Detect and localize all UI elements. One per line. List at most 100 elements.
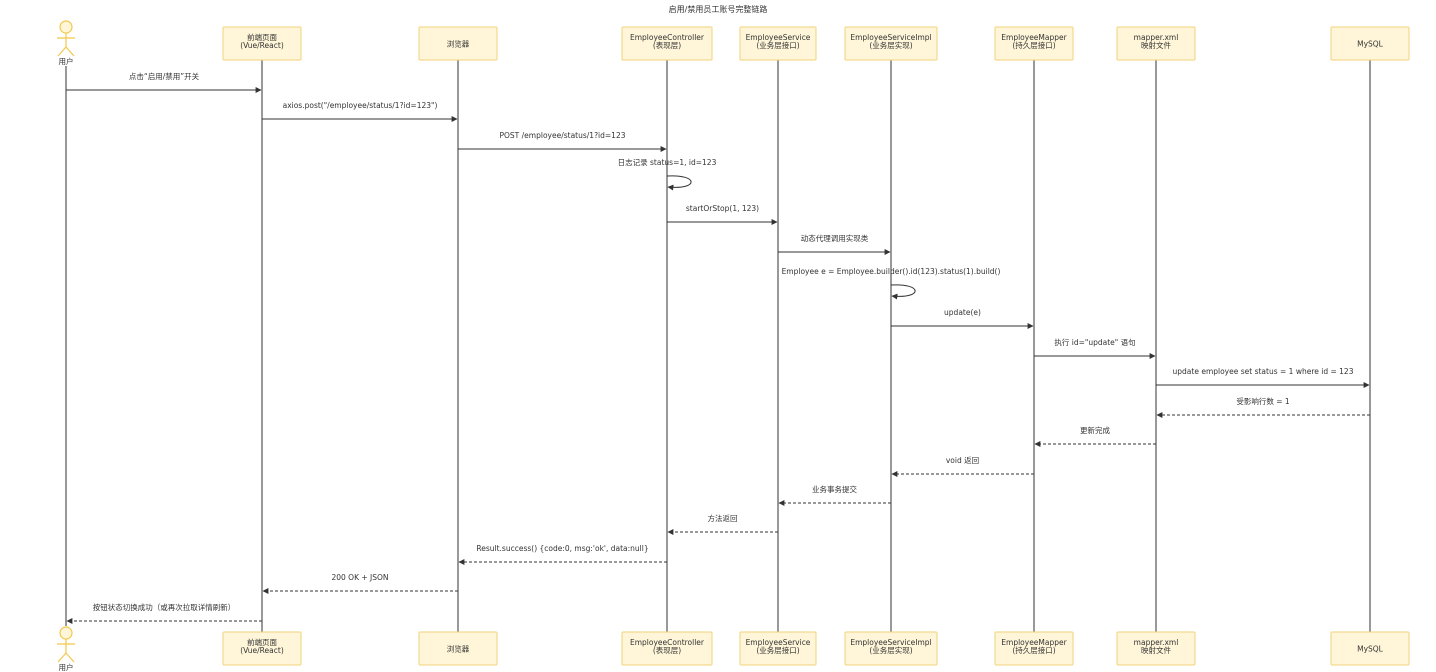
participant-box bbox=[994, 631, 1074, 666]
participant-box bbox=[1116, 26, 1196, 61]
participant-controller-bottom: EmployeeController(表现层) bbox=[621, 631, 713, 666]
participant-browser-top: 浏览器 bbox=[418, 26, 498, 61]
message-6: 动态代理调用实现类 bbox=[778, 233, 891, 255]
actor-label: 用户 bbox=[59, 56, 74, 66]
lifelines bbox=[65, 60, 1371, 632]
message-label: 业务事务提交 bbox=[812, 484, 857, 494]
participant-label-line: 浏览器 bbox=[447, 644, 470, 654]
messages: 点击“启用/禁用”开关 axios.post("/employee/status/… bbox=[66, 71, 1370, 624]
participant-label-line: 浏览器 bbox=[447, 39, 470, 49]
participant-label-line: EmployeeServiceImpl bbox=[850, 33, 931, 42]
message-3: POST /employee/status/1?id=123 bbox=[458, 131, 667, 152]
participant-label-line: EmployeeServiceImpl bbox=[850, 638, 931, 647]
participant-label-line: 前端页面 bbox=[247, 637, 277, 647]
participant-label-line: EmployeeService bbox=[746, 33, 811, 42]
actor-head bbox=[59, 626, 73, 640]
participant-label-line: 映射文件 bbox=[1141, 40, 1171, 50]
participants-top: 用户 前端页面(Vue/React) 浏览器 EmployeeController(表… bbox=[57, 20, 1410, 66]
message-label: axios.post("/employee/status/1?id=123") bbox=[283, 101, 438, 110]
message-7: Employee e = Employee.builder().id(123).… bbox=[782, 267, 1001, 300]
participant-label-line: (持久层接口) bbox=[1012, 645, 1055, 655]
message-9: 执行 id="update" 语句 bbox=[1034, 337, 1156, 359]
participant-box bbox=[621, 631, 713, 666]
message-11: 受影响行数 = 1 bbox=[1156, 396, 1370, 418]
participant-label-line: (表现层) bbox=[653, 645, 681, 655]
actor-leg-left bbox=[57, 46, 67, 57]
participant-user-bottom: 用户 bbox=[57, 626, 75, 672]
participant-label-line: MySQL bbox=[1357, 645, 1384, 654]
message-15: 方法返回 bbox=[667, 513, 778, 535]
actor-leg-right bbox=[65, 652, 75, 663]
participants-bottom: 用户 前端页面(Vue/React) 浏览器 EmployeeController(表… bbox=[57, 626, 1410, 672]
message-14: 业务事务提交 bbox=[778, 484, 891, 506]
participant-box bbox=[1330, 631, 1410, 666]
message-label: 200 OK + JSON bbox=[331, 573, 388, 582]
message-label: 方法返回 bbox=[708, 513, 738, 523]
participant-label-line: MySQL bbox=[1357, 40, 1384, 49]
participant-box bbox=[844, 631, 938, 666]
message-13: void 返回 bbox=[891, 456, 1034, 477]
participant-mapper-top: EmployeeMapper(持久层接口) bbox=[994, 26, 1074, 61]
message-2: axios.post("/employee/status/1?id=123") bbox=[262, 101, 458, 122]
participant-label-line: (业务层实现) bbox=[869, 645, 912, 655]
message-10: update employee set status = 1 where id … bbox=[1156, 367, 1370, 388]
participant-box bbox=[621, 26, 713, 61]
participant-frontend-top: 前端页面(Vue/React) bbox=[222, 26, 302, 61]
participant-label-line: mapper.xml bbox=[1134, 33, 1179, 42]
participant-box bbox=[222, 26, 302, 61]
message-label: 动态代理调用实现类 bbox=[801, 233, 869, 243]
participant-label-line: 映射文件 bbox=[1141, 645, 1171, 655]
message-label: startOrStop(1, 123) bbox=[686, 204, 759, 213]
participant-controller-top: EmployeeController(表现层) bbox=[621, 26, 713, 61]
message-18: 按钮状态切换成功（或再次拉取详情刷新） bbox=[66, 602, 262, 624]
self-call-arrow bbox=[890, 284, 916, 300]
participant-label-line: (业务层实现) bbox=[869, 40, 912, 50]
participant-label-line: (Vue/React) bbox=[240, 41, 284, 50]
message-label: 更新完成 bbox=[1080, 425, 1110, 435]
participant-box bbox=[1330, 26, 1410, 61]
participant-box bbox=[739, 26, 817, 61]
participant-label-line: (业务层接口) bbox=[756, 645, 799, 655]
participant-service-bottom: EmployeeService(业务层接口) bbox=[739, 631, 817, 666]
message-label: POST /employee/status/1?id=123 bbox=[500, 131, 626, 140]
message-8: update(e) bbox=[891, 308, 1034, 329]
participant-label-line: (Vue/React) bbox=[240, 646, 284, 655]
participant-label-line: EmployeeMapper bbox=[1001, 638, 1067, 647]
participant-label-line: 前端页面 bbox=[247, 32, 277, 42]
participant-service-top: EmployeeService(业务层接口) bbox=[739, 26, 817, 61]
message-12: 更新完成 bbox=[1034, 425, 1156, 447]
message-1: 点击“启用/禁用”开关 bbox=[66, 71, 262, 93]
participant-label-line: EmployeeMapper bbox=[1001, 33, 1067, 42]
participant-label-line: (表现层) bbox=[653, 40, 681, 50]
participant-box bbox=[418, 26, 498, 61]
participant-mapper-bottom: EmployeeMapper(持久层接口) bbox=[994, 631, 1074, 666]
message-label: 点击“启用/禁用”开关 bbox=[129, 71, 200, 81]
message-label: Result.success() {code:0, msg:'ok', data… bbox=[476, 544, 648, 553]
message-label: 受影响行数 = 1 bbox=[1236, 396, 1290, 406]
actor-leg-right bbox=[65, 46, 75, 57]
participant-label-line: EmployeeController bbox=[630, 638, 705, 647]
participant-label-line: EmployeeService bbox=[746, 638, 811, 647]
participant-serviceimpl-bottom: EmployeeServiceImpl(业务层实现) bbox=[844, 631, 938, 666]
message-label: update employee set status = 1 where id … bbox=[1173, 367, 1354, 376]
message-17: 200 OK + JSON bbox=[262, 573, 458, 594]
participant-label-line: EmployeeController bbox=[630, 33, 705, 42]
message-label: void 返回 bbox=[946, 456, 979, 465]
participant-mysql-bottom: MySQL bbox=[1330, 631, 1410, 666]
participant-frontend-bottom: 前端页面(Vue/React) bbox=[222, 631, 302, 666]
participant-user-top: 用户 bbox=[57, 20, 75, 66]
participant-label-line: (业务层接口) bbox=[756, 40, 799, 50]
message-4: 日志记录 status=1, id=123 bbox=[618, 157, 717, 191]
participant-box bbox=[844, 26, 938, 61]
actor-label: 用户 bbox=[59, 662, 74, 672]
participant-box bbox=[418, 631, 498, 666]
diagram-title: 启用/禁用员工账号完整链路 bbox=[669, 4, 768, 14]
message-label: 按钮状态切换成功（或再次拉取详情刷新） bbox=[93, 602, 236, 612]
message-label: Employee e = Employee.builder().id(123).… bbox=[782, 267, 1001, 276]
message-16: Result.success() {code:0, msg:'ok', data… bbox=[458, 544, 667, 565]
message-label: update(e) bbox=[944, 308, 981, 317]
message-label: 执行 id="update" 语句 bbox=[1054, 337, 1135, 347]
